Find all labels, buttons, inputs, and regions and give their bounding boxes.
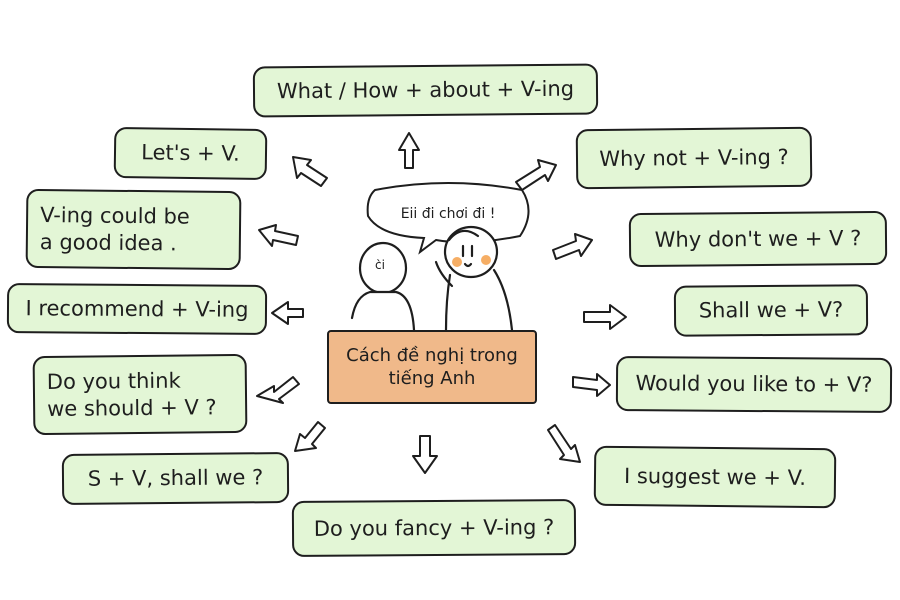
cheek-left-mark <box>452 257 462 267</box>
arrow-right-icon <box>583 304 627 330</box>
cheek-right-mark <box>481 255 491 265</box>
character-right-illustration <box>434 225 514 332</box>
arrow-upper-right-icon <box>515 159 557 191</box>
phrase-box-would-you-like: Would you like to + V? <box>615 356 893 413</box>
arrow-up-icon <box>398 132 420 169</box>
arrow-right-icon <box>572 373 611 397</box>
character-left-illustration <box>350 241 416 332</box>
phrase-box-i-suggest: I suggest we + V. <box>593 445 837 509</box>
center-topic-box: Cách đề nghị trong tiếng Anh <box>327 330 537 404</box>
speech-bubble-text: Eii đi chơi đi ! <box>400 206 496 222</box>
arrow-left-icon <box>271 301 304 325</box>
phrase-box-why-not: Why not + V-ing ? <box>575 126 813 190</box>
phrase-box-what-how-about: What / How + about + V-ing <box>252 63 599 118</box>
arrow-upper-left-icon <box>292 156 328 187</box>
character-left-label: c̀i <box>375 258 385 272</box>
arrow-lower-left-icon <box>256 376 300 404</box>
phrase-box-do-you-think: Do you think we should + V ? <box>32 353 248 436</box>
phrase-box-shall-we: Shall we + V? <box>673 284 869 337</box>
phrase-box-do-you-fancy: Do you fancy + V-ing ? <box>291 499 577 557</box>
arrow-upper-right-icon <box>552 233 593 260</box>
arrow-lower-left-icon <box>294 421 326 452</box>
phrase-box-ving-good-idea: V-ing could be a good idea . <box>25 188 242 271</box>
arrow-upper-left-icon <box>258 224 299 247</box>
arrow-down-icon <box>412 435 438 474</box>
phrase-box-sv-shall-we: S + V, shall we ? <box>61 452 290 505</box>
arrow-lower-right-icon <box>547 424 581 463</box>
phrase-box-i-recommend: I recommend + V-ing <box>6 283 268 335</box>
phrase-box-lets: Let's + V. <box>113 126 268 181</box>
phrase-box-why-dont-we: Why don't we + V ? <box>628 210 888 268</box>
